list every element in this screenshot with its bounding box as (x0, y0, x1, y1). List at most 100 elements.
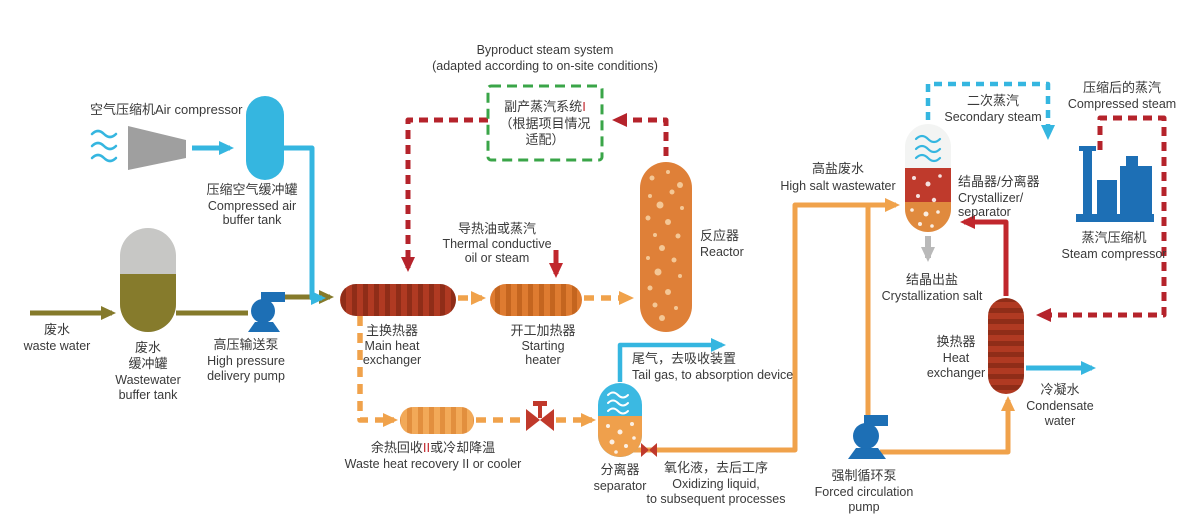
svg-text:Secondary steam: Secondary steam (944, 110, 1041, 124)
tail-gas-label: 尾气，去吸收装置 Tail gas, to absorption device (632, 351, 793, 382)
svg-text:废水: 废水 (135, 340, 161, 355)
oxidizing-label: 氧化液，去后工序 Oxidizing liquid, to subsequent… (647, 460, 786, 506)
svg-text:反应器: 反应器 (700, 228, 739, 243)
svg-text:High pressure: High pressure (207, 354, 285, 368)
svg-text:waste water: waste water (23, 339, 91, 353)
waste-heat-recovery-label: 余热回收II或冷却降温 Waste heat recovery II or co… (345, 440, 522, 471)
wastewater-buffer-tank (120, 228, 176, 332)
thermal-oil-label: 导热油或蒸汽 Thermal conductive oil or steam (442, 221, 551, 265)
small-valve-icon (641, 443, 657, 457)
svg-text:Oxidizing liquid,: Oxidizing liquid, (672, 477, 760, 491)
svg-text:buffer tank: buffer tank (119, 388, 179, 402)
svg-text:尾气，去吸收装置: 尾气，去吸收装置 (632, 351, 736, 366)
svg-text:二次蒸汽: 二次蒸汽 (967, 93, 1019, 108)
waste-heat-recovery-vessel (400, 407, 474, 434)
condensate-label: 冷凝水 Condensate water (1026, 382, 1093, 428)
svg-text:蒸汽压缩机: 蒸汽压缩机 (1081, 230, 1146, 245)
svg-text:Compressed steam: Compressed steam (1068, 97, 1176, 111)
pipe-byproduct-to-mainhx (401, 117, 488, 272)
main-hx-label: 主换热器 Main heat exchanger (363, 323, 421, 367)
separator-waves-icon (607, 391, 629, 415)
svg-text:换热器: 换热器 (936, 334, 975, 349)
separator-bubbles (606, 422, 636, 454)
svg-text:pump: pump (848, 500, 879, 514)
svg-text:强制循环泵: 强制循环泵 (831, 468, 896, 483)
starting-heater (490, 284, 582, 316)
compressed-steam-label: 压缩后的蒸汽 Compressed steam (1068, 80, 1176, 111)
svg-text:High salt wastewater: High salt wastewater (780, 179, 895, 193)
steam-compressor-icon (1076, 146, 1154, 222)
hp-pump-label: 高压输送泵 High pressure delivery pump (207, 337, 285, 383)
svg-text:(adapted according to on-site: (adapted according to on-site conditions… (432, 59, 658, 73)
svg-text:高压输送泵: 高压输送泵 (213, 337, 278, 352)
svg-text:delivery pump: delivery pump (207, 369, 285, 383)
hp-delivery-pump (248, 292, 285, 332)
separator-label: 分离器 separator (594, 462, 647, 493)
byproduct-title: Byproduct steam system (adapted accordin… (432, 43, 658, 73)
svg-text:separator: separator (594, 479, 647, 493)
crystallizer-label: 结晶器/分离器 Crystallizer/ separator (958, 174, 1040, 219)
svg-text:Starting: Starting (521, 339, 564, 353)
svg-text:（根据项目情况: （根据项目情况 (499, 116, 590, 131)
pipe-mainhx-to-recovery (357, 316, 398, 427)
circ-pump-label: 强制循环泵 Forced circulation pump (815, 468, 914, 514)
air-compressor-label: 空气压缩机Air compressor (90, 102, 243, 117)
svg-text:副产蒸汽系统I: 副产蒸汽系统I (504, 99, 586, 114)
crystallizer-bubbles (910, 174, 942, 228)
valve-icon (526, 401, 554, 431)
svg-text:结晶出盐: 结晶出盐 (906, 272, 958, 287)
svg-text:废水: 废水 (44, 322, 70, 337)
svg-text:Compressed air: Compressed air (208, 199, 296, 213)
svg-text:Steam compressor: Steam compressor (1062, 247, 1167, 261)
svg-text:Forced circulation: Forced circulation (815, 485, 914, 499)
svg-text:Tail gas, to absorption device: Tail gas, to absorption device (632, 368, 793, 382)
svg-text:Heat: Heat (943, 351, 970, 365)
svg-text:heater: heater (525, 353, 560, 367)
pipe-hx2-to-crystallizer (960, 215, 1009, 296)
svg-text:适配）: 适配） (525, 132, 564, 147)
air-waves-icon (90, 129, 118, 163)
wastewater-tank-label: 废水 缓冲罐 Wastewater buffer tank (115, 340, 181, 402)
hx2-label: 换热器 Heat exchanger (927, 334, 985, 380)
air-compressor (90, 126, 186, 170)
waste-water-in-label: 废水 waste water (23, 322, 91, 353)
svg-text:to subsequent processes: to subsequent processes (647, 492, 786, 506)
air-compressor-body (128, 126, 186, 170)
salt-label: 结晶出盐 Crystallization salt (882, 272, 983, 303)
svg-text:结晶器/分离器: 结晶器/分离器 (958, 174, 1040, 189)
forced-circulation-pump (848, 415, 888, 459)
svg-text:separator: separator (958, 205, 1011, 219)
svg-text:oil or steam: oil or steam (465, 251, 530, 265)
pipe-tail-gas (617, 338, 726, 382)
svg-text:exchanger: exchanger (363, 353, 421, 367)
svg-text:Crystallizer/: Crystallizer/ (958, 191, 1024, 205)
svg-text:冷凝水: 冷凝水 (1040, 382, 1079, 397)
starting-heater-label: 开工加热器 Starting heater (510, 323, 575, 367)
compressed-air-tank-label: 压缩空气缓冲罐 Compressed air buffer tank (206, 182, 297, 227)
pipe-pump-to-hx2 (880, 396, 1015, 455)
heat-exchanger-vessel (988, 298, 1024, 394)
svg-text:Waste heat recovery II or cool: Waste heat recovery II or cooler (345, 457, 522, 471)
svg-text:氧化液，去后工序: 氧化液，去后工序 (664, 460, 768, 475)
svg-text:buffer tank: buffer tank (223, 213, 283, 227)
svg-text:压缩空气缓冲罐: 压缩空气缓冲罐 (206, 182, 297, 197)
svg-text:Reactor: Reactor (700, 245, 744, 259)
crystallizer-waves-icon (914, 134, 942, 163)
crystallizer-vessel (905, 124, 951, 232)
pipe-secondary-steam (925, 81, 1055, 140)
byproduct-box-label: 副产蒸汽系统I （根据项目情况 适配） (499, 99, 590, 147)
reactor-label: 反应器 Reactor (700, 228, 744, 259)
svg-text:Byproduct steam system: Byproduct steam system (477, 43, 614, 57)
svg-text:高盐废水: 高盐废水 (812, 161, 864, 176)
svg-text:Main heat: Main heat (365, 339, 420, 353)
byproduct-steam-box (486, 84, 604, 162)
svg-text:Condensate: Condensate (1026, 399, 1093, 413)
pipe-reactor-to-byproduct (612, 113, 669, 156)
reactor (640, 162, 692, 332)
main-heat-exchanger (340, 284, 456, 316)
svg-text:分离器: 分离器 (600, 462, 639, 477)
svg-text:Thermal conductive: Thermal conductive (442, 237, 551, 251)
compressed-air-buffer-tank (246, 96, 284, 180)
svg-text:Wastewater: Wastewater (115, 373, 181, 387)
